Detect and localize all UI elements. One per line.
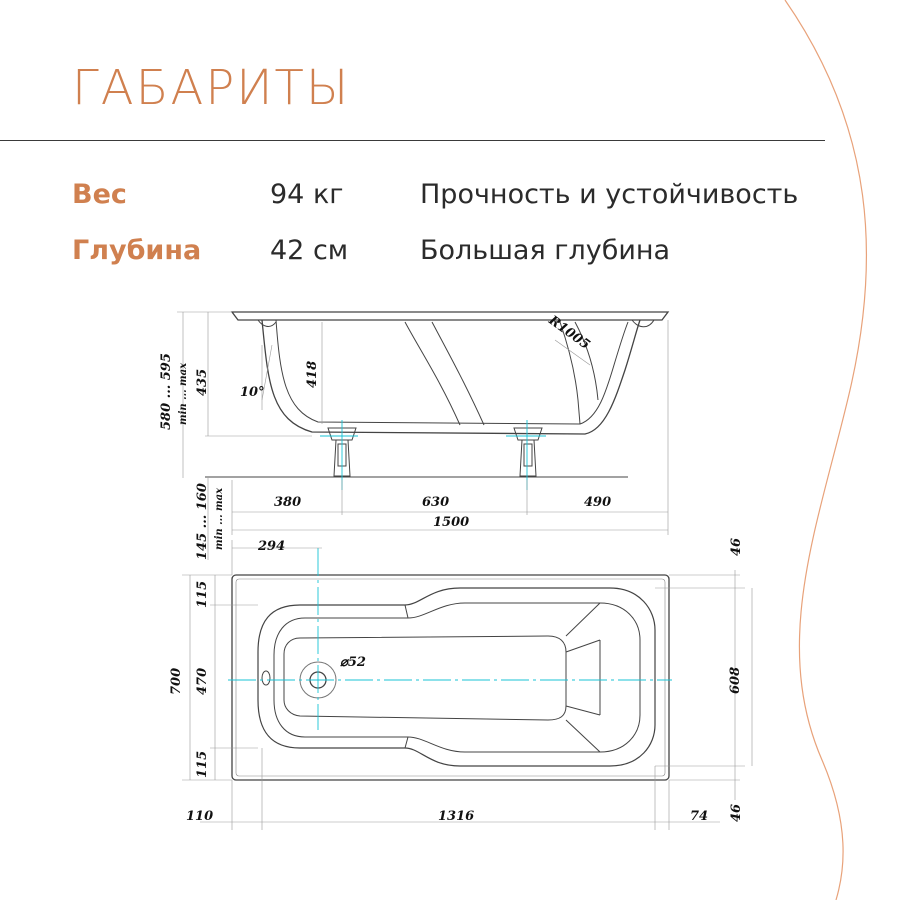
right-74-label: 74 bbox=[690, 809, 708, 824]
top-46-label: 46 bbox=[729, 538, 744, 556]
page-title: ГАБАРИТЫ bbox=[72, 60, 351, 116]
inner-length-label: 1316 bbox=[438, 809, 474, 824]
spec-label: Вес bbox=[72, 178, 127, 210]
side-view-axes bbox=[320, 420, 546, 490]
spec-value: 42 см bbox=[270, 234, 349, 266]
height-range-label: 580 ... 595 bbox=[159, 353, 174, 430]
radius-label: R1005 bbox=[545, 313, 593, 353]
spec-description: Большая глубина bbox=[420, 234, 671, 266]
decorative-curve bbox=[784, 0, 868, 900]
angle-label: 10° bbox=[240, 385, 265, 400]
spec-row-depth: Глубина 42 см Большая глубина bbox=[72, 230, 670, 270]
spec-value: 94 кг bbox=[270, 178, 344, 210]
drain-diameter-label: ⌀52 bbox=[340, 655, 366, 670]
offset-294-label: 294 bbox=[257, 539, 285, 554]
depth-label: 435 bbox=[195, 369, 210, 396]
top-view-dim-lines bbox=[182, 540, 753, 830]
spec-label: Глубина bbox=[72, 234, 202, 266]
segment-1-label: 380 bbox=[274, 495, 301, 510]
leg-right bbox=[513, 427, 543, 477]
rim-top-label: 115 bbox=[195, 581, 210, 608]
segment-2-label: 630 bbox=[422, 495, 449, 510]
right-608-label: 608 bbox=[728, 667, 743, 694]
leg-range-label: 145 ... 160 bbox=[195, 483, 210, 560]
spec-description: Прочность и устойчивость bbox=[420, 178, 799, 210]
top-view bbox=[231, 574, 670, 781]
segment-3-label: 490 bbox=[584, 495, 611, 510]
width-label: 700 bbox=[169, 668, 184, 695]
rim-bottom-label: 115 bbox=[195, 751, 210, 778]
total-length-label: 1500 bbox=[433, 515, 469, 530]
side-view-dim-lines bbox=[231, 320, 669, 535]
top-view-axes bbox=[228, 548, 672, 730]
bottom-46-label: 46 bbox=[729, 804, 744, 822]
title-divider bbox=[0, 140, 825, 141]
left-110-label: 110 bbox=[186, 809, 213, 824]
spec-row-weight: Вес 94 кг Прочность и устойчивость bbox=[72, 174, 798, 214]
height-minmax-label: min ... max bbox=[178, 362, 189, 425]
leg-minmax-label: min ... max bbox=[214, 487, 225, 550]
inner-width-label: 470 bbox=[195, 668, 210, 695]
inner-depth-label: 418 bbox=[305, 361, 320, 388]
side-view bbox=[177, 311, 670, 560]
